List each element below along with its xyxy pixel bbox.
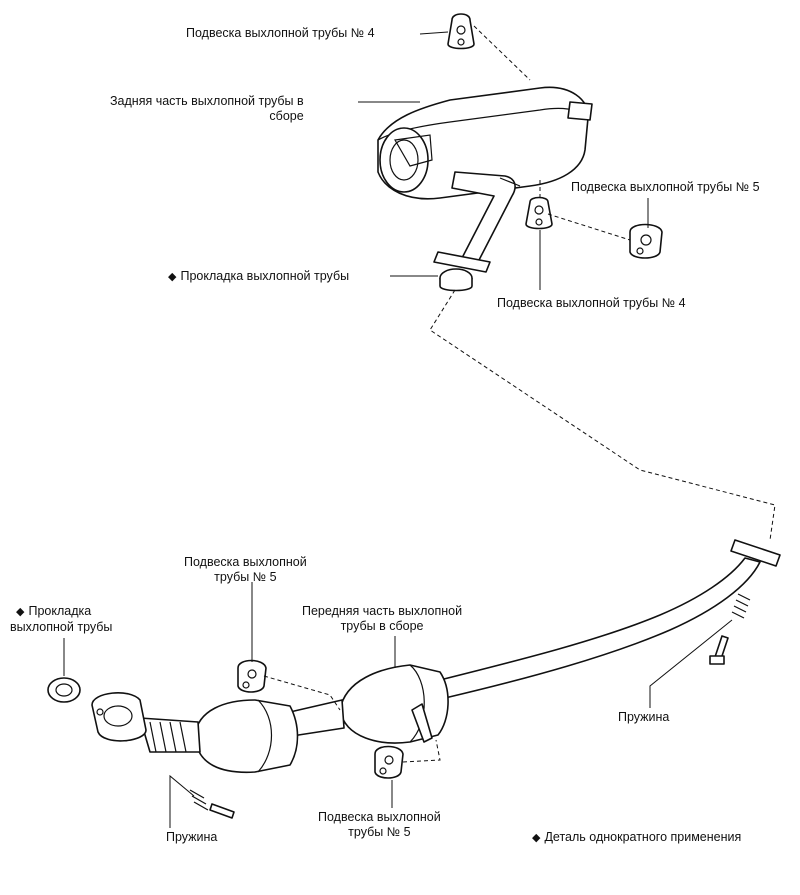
label-gasket-left-line1: Прокладка xyxy=(28,604,92,618)
label-hanger-5-bottom-line1: Подвеска выхлопной xyxy=(318,810,441,824)
label-rear-assembly-line2: сборе xyxy=(269,109,304,123)
label-hanger-5-right: Подвеска выхлопной трубы № 5 xyxy=(571,180,760,194)
connection-lines xyxy=(263,25,776,763)
rear-muffler-assembly xyxy=(377,86,593,273)
label-gasket-top-text: Прокладка выхлопной трубы xyxy=(180,269,350,283)
label-gasket-top: ◆Прокладка выхлопной трубы xyxy=(168,269,349,285)
legend-single-use-text: Деталь однократного применения xyxy=(544,830,742,844)
label-front-assembly-line1: Передняя часть выхлопной xyxy=(302,604,463,618)
single-use-diamond-icon: ◆ xyxy=(168,271,177,283)
hanger-5-left xyxy=(237,659,267,693)
label-hanger-5-bottom-line2: трубы № 5 xyxy=(348,825,411,839)
single-use-diamond-icon: ◆ xyxy=(532,832,541,844)
label-rear-assembly-line1: Задняя часть выхлопной трубы в xyxy=(110,94,304,108)
single-use-diamond-icon: ◆ xyxy=(16,606,25,618)
label-rear-assembly: Задняя часть выхлопной трубы в сборе xyxy=(110,94,304,124)
front-gasket xyxy=(47,677,81,703)
label-hanger-5-left-line2: трубы № 5 xyxy=(214,570,277,584)
legend-single-use: ◆Деталь однократного применения xyxy=(532,830,741,846)
label-hanger-4-top: Подвеска выхлопной трубы № 4 xyxy=(186,26,375,40)
spring-right xyxy=(709,593,751,665)
label-hanger-5-left: Подвеска выхлопной трубы № 5 xyxy=(184,555,307,585)
hanger-4-mid xyxy=(525,196,553,230)
label-gasket-left-line2: выхлопной трубы xyxy=(10,620,113,634)
hanger-4-top xyxy=(447,13,475,50)
label-hanger-5-left-line1: Подвеска выхлопной xyxy=(184,555,307,569)
label-front-assembly: Передняя часть выхлопной трубы в сборе xyxy=(302,604,462,634)
leader-lines xyxy=(63,31,733,828)
label-hanger-5-bottom: Подвеска выхлопной трубы № 5 xyxy=(318,810,441,840)
front-pipe-assembly xyxy=(91,539,781,774)
spring-left xyxy=(189,789,235,819)
label-hanger-4-mid: Подвеска выхлопной трубы № 4 xyxy=(497,296,686,310)
label-spring-left: Пружина xyxy=(166,830,218,844)
hanger-5-bottom xyxy=(374,745,404,779)
label-gasket-left: ◆Прокладка выхлопной трубы xyxy=(10,604,112,635)
label-spring-right: Пружина xyxy=(618,710,670,724)
rear-gasket xyxy=(439,268,473,292)
hanger-5-right xyxy=(629,223,663,259)
label-front-assembly-line2: трубы в сборе xyxy=(340,619,424,633)
